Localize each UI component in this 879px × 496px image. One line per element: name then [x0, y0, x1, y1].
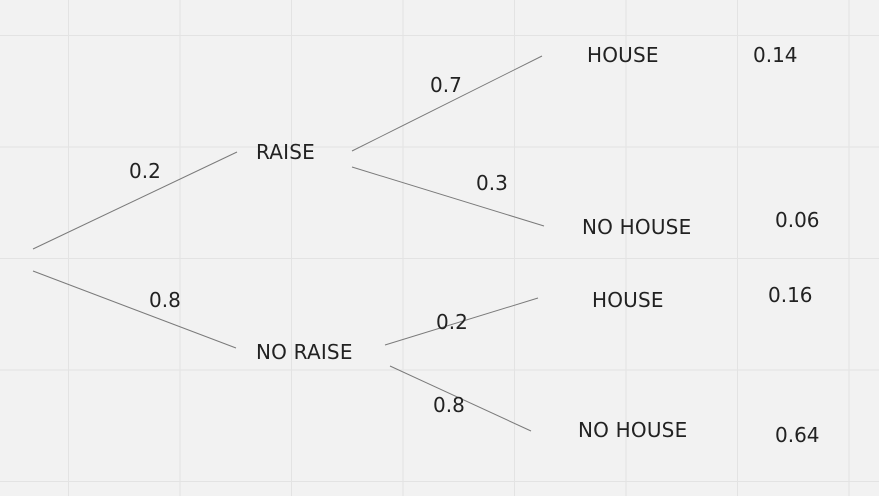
- prob-noraise-house: 0.2: [436, 310, 468, 334]
- node-noraise-no-house: NO HOUSE: [578, 418, 688, 442]
- branch-raise-nohouse: [351, 166, 545, 227]
- joint-prob-raise-no-house: 0.06: [775, 208, 820, 232]
- branch-noraise-house: [384, 297, 539, 346]
- node-raise: RAISE: [256, 140, 315, 164]
- branch-noraise-nohouse: [389, 365, 532, 432]
- joint-prob-noraise-house: 0.16: [768, 283, 813, 307]
- node-no-raise: NO RAISE: [256, 340, 353, 364]
- prob-root-noraise: 0.8: [149, 288, 181, 312]
- prob-root-raise: 0.2: [129, 159, 161, 183]
- branch-root-raise: [32, 151, 238, 250]
- node-raise-house: HOUSE: [587, 43, 659, 67]
- prob-raise-house: 0.7: [430, 73, 462, 97]
- node-noraise-house: HOUSE: [592, 288, 664, 312]
- prob-raise-nohouse: 0.3: [476, 171, 508, 195]
- branch-raise-house: [351, 55, 543, 152]
- prob-noraise-nohouse: 0.8: [433, 393, 465, 417]
- joint-prob-noraise-no-house: 0.64: [775, 423, 820, 447]
- joint-prob-raise-house: 0.14: [753, 43, 798, 67]
- branch-root-noraise: [32, 270, 237, 349]
- node-raise-no-house: NO HOUSE: [582, 215, 692, 239]
